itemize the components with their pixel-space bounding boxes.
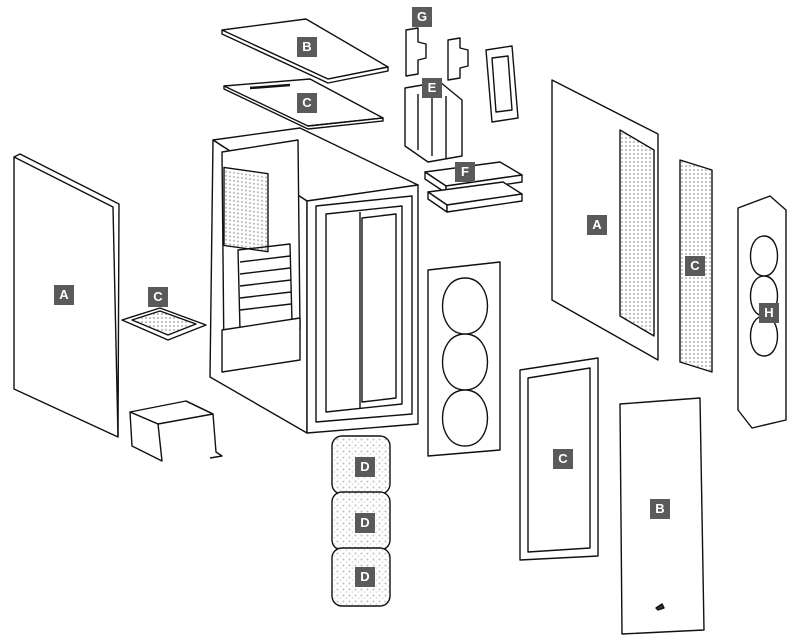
label-d-fan-3: D [355,567,375,587]
psu-shroud [129,400,223,462]
psu-dust-filter-c [121,307,207,341]
label-g-bracket: G [412,7,432,27]
label-a-right-panel: A [587,215,607,235]
label-b-top-panel: B [297,37,317,57]
front-fan-bracket [427,261,501,457]
case-chassis [209,127,419,434]
ssd-tray [485,45,519,123]
label-b-front-glass: B [650,499,670,519]
label-c-top-filter: C [297,93,317,113]
label-c-psu-filter: C [148,287,168,307]
label-f-trays: F [455,162,475,182]
label-c-side-filter: C [685,256,705,276]
label-a-left-panel: A [54,285,74,305]
label-d-fan-1: D [355,457,375,477]
label-h-bracket: H [759,303,779,323]
gpu-bracket-g [405,27,469,81]
label-c-front-filter: C [553,449,573,469]
label-d-fan-2: D [355,513,375,533]
label-e-cage: E [422,78,442,98]
